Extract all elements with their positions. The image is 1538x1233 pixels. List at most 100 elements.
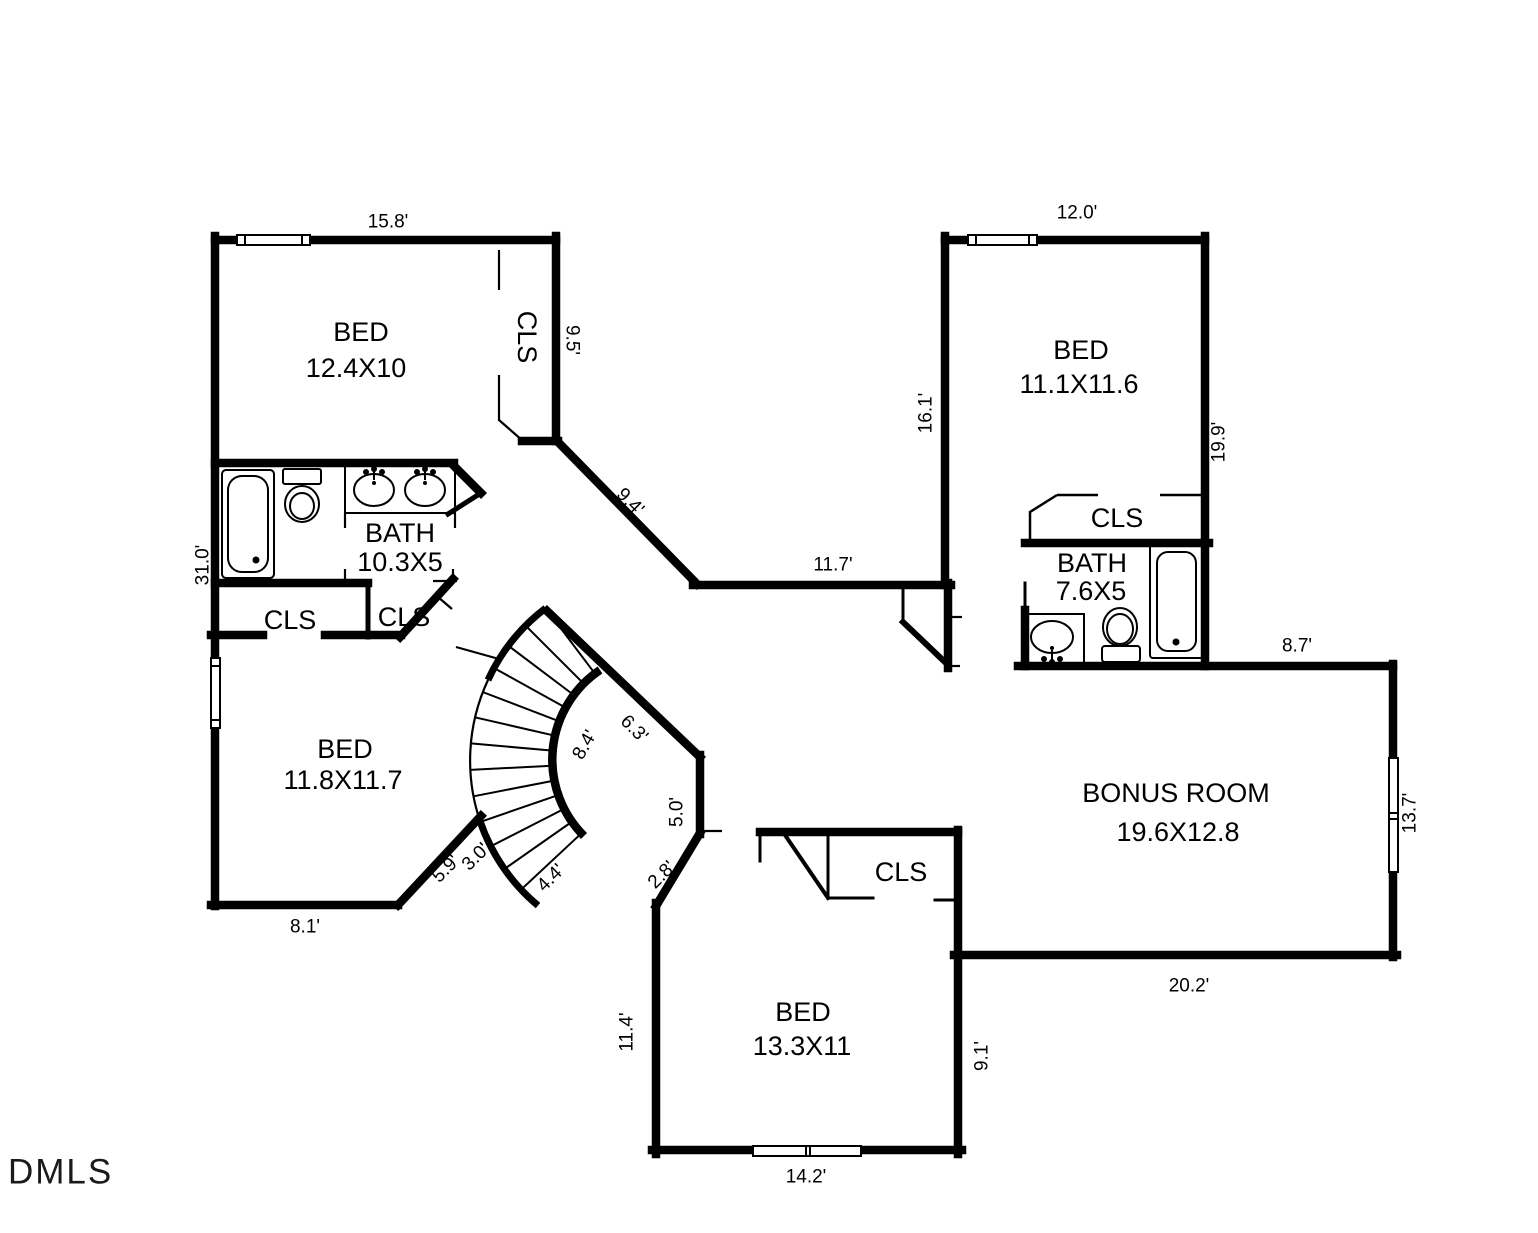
closet-label: CLS bbox=[1091, 503, 1144, 533]
closet-tr-angle-wall bbox=[1029, 493, 1058, 514]
room-dims: 13.3X11 bbox=[753, 1031, 852, 1061]
dim-label: 5.9' bbox=[428, 851, 464, 887]
dim-label: 4.4' bbox=[533, 860, 569, 896]
stair-tread-line bbox=[524, 624, 585, 685]
dim-label: 13.7' bbox=[1400, 793, 1421, 834]
sink-cabinet bbox=[1021, 613, 1085, 667]
dim-label: 20.2' bbox=[1169, 976, 1210, 997]
toilet-tank bbox=[1101, 645, 1141, 663]
toilet-bowl-inner bbox=[1106, 613, 1134, 645]
window-cap bbox=[805, 1146, 811, 1156]
stair-tread-line bbox=[470, 742, 553, 752]
faucet-dots bbox=[363, 466, 436, 485]
bath-left-fixtures bbox=[221, 463, 456, 579]
window-cap bbox=[211, 665, 220, 721]
wall bbox=[650, 827, 706, 912]
dim-label: 9.1' bbox=[972, 1041, 993, 1071]
room-dims: 19.6X12.8 bbox=[1116, 817, 1239, 847]
stair-tread-line bbox=[479, 794, 559, 823]
dim-label: 8.1' bbox=[290, 917, 320, 938]
dim-label: 2.8' bbox=[644, 857, 680, 893]
dim-label: 11.4' bbox=[617, 1012, 638, 1051]
dim-label: 16.1' bbox=[916, 393, 937, 434]
vanity-cabinet bbox=[344, 463, 456, 514]
bathtub-drain bbox=[1172, 638, 1180, 646]
dim-label: 9.5' bbox=[562, 325, 583, 355]
stair-tread-line bbox=[470, 764, 553, 771]
vestibule-door-leaf bbox=[898, 617, 953, 670]
dim-label: 14.2' bbox=[786, 1167, 827, 1188]
stair-tread-line bbox=[493, 667, 566, 709]
room-label: BED bbox=[775, 997, 831, 1027]
wall bbox=[393, 572, 460, 644]
stair-tread-line bbox=[473, 779, 555, 798]
stair-treads bbox=[470, 607, 596, 891]
exterior-and-interior-walls bbox=[206, 231, 1402, 1159]
toilet-tank bbox=[282, 468, 322, 485]
stair-outer-wall-top bbox=[484, 605, 548, 682]
stair-tread-line bbox=[520, 832, 582, 891]
room-label: BED bbox=[1053, 335, 1109, 365]
bathtub-inner bbox=[1156, 551, 1197, 652]
stair-tread-line bbox=[490, 808, 565, 848]
room-dims: 11.8X11.7 bbox=[283, 765, 402, 795]
dim-label: 8.4' bbox=[568, 727, 601, 764]
stair-tread-line bbox=[507, 644, 575, 696]
stair-inner-wall-arc bbox=[548, 666, 603, 840]
dim-label: 11.7' bbox=[813, 555, 852, 576]
room-dims: 12.4X10 bbox=[306, 353, 407, 383]
wall bbox=[446, 458, 488, 500]
dim-label: 19.9' bbox=[1209, 422, 1230, 463]
bathtub bbox=[221, 469, 275, 579]
window bbox=[967, 234, 1038, 246]
stair-tread-line bbox=[474, 716, 556, 737]
dimension-tick bbox=[455, 645, 500, 661]
window bbox=[1388, 757, 1399, 873]
wall bbox=[391, 809, 488, 912]
toilet-bowl-inner bbox=[289, 492, 315, 520]
faucet-stem bbox=[373, 471, 426, 480]
bottom-closet-door-leaf bbox=[782, 832, 831, 901]
window-cap bbox=[1389, 812, 1398, 820]
faucet-dots bbox=[1041, 646, 1063, 665]
closet-label: CLS bbox=[875, 857, 928, 887]
wall bbox=[549, 433, 704, 591]
dim-label: 15.8' bbox=[368, 212, 409, 233]
closet-label: CLS bbox=[264, 605, 317, 635]
stair-outer-wall-bottom bbox=[476, 820, 541, 909]
stair-outer-arc bbox=[469, 679, 489, 823]
doors-and-dividers bbox=[365, 489, 1027, 902]
dim-label: 8.7' bbox=[1282, 636, 1312, 657]
windows bbox=[210, 234, 1399, 1157]
closet-label: CLS bbox=[378, 602, 431, 632]
thin-lines-and-ticks bbox=[343, 250, 1205, 833]
dim-label: 5.0' bbox=[667, 797, 688, 827]
dim-label: 6.3' bbox=[616, 711, 652, 747]
window bbox=[236, 234, 311, 246]
room-label: BED bbox=[317, 734, 373, 764]
room-label: BED bbox=[333, 317, 389, 347]
stair-tread-line bbox=[482, 691, 560, 723]
curved-staircase bbox=[469, 605, 603, 909]
dimension-tick bbox=[437, 596, 453, 610]
stair-tread-line bbox=[544, 607, 596, 675]
window-cap bbox=[975, 235, 1030, 245]
window-cap bbox=[244, 235, 303, 245]
window bbox=[210, 657, 221, 729]
brand-logo: DMLS bbox=[8, 1153, 113, 1192]
room-dims: 7.6X5 bbox=[1056, 576, 1127, 606]
closet-label: CLS bbox=[512, 311, 542, 364]
toilet-bowl bbox=[284, 485, 320, 523]
bathtub-drain bbox=[252, 556, 260, 564]
stair-tread-line bbox=[503, 821, 573, 870]
room-label: BATH bbox=[365, 518, 435, 548]
room-label: BONUS ROOM bbox=[1082, 778, 1270, 808]
bathtub-inner bbox=[227, 475, 269, 573]
bath-left-door-leaf bbox=[444, 489, 485, 518]
bath-right-fixtures bbox=[1021, 544, 1204, 667]
room-label: BATH bbox=[1057, 548, 1127, 578]
dim-label: 31.0' bbox=[193, 545, 214, 586]
wall bbox=[540, 604, 707, 764]
room-dims: 10.3X5 bbox=[357, 547, 443, 577]
